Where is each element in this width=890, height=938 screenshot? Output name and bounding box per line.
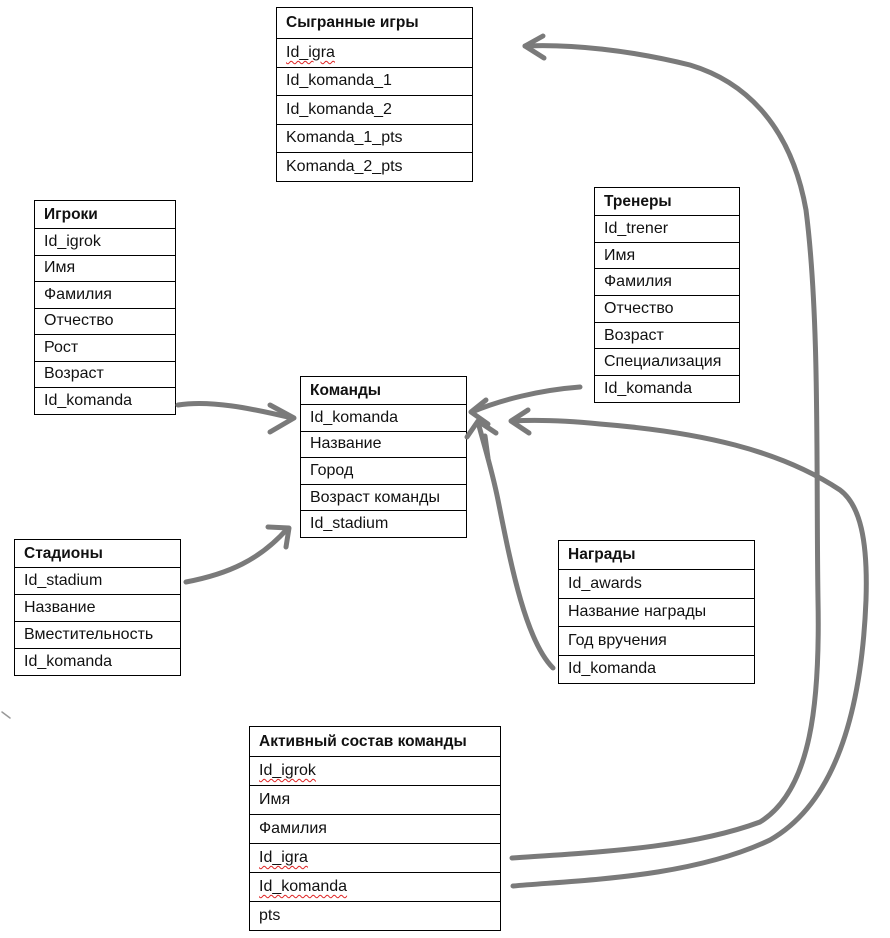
field-name: Имя (35, 254, 175, 282)
field-komanda-1-pts: Komanda_1_pts (277, 123, 472, 153)
arrow-awards-stub (482, 433, 491, 461)
field-surname: Фамилия (250, 814, 500, 843)
field-id-igra: Id_igra (277, 38, 472, 67)
field-surname: Фамилия (35, 281, 175, 308)
table-teams-title: Команды (310, 381, 382, 399)
table-roster: Активный состав команды Id_igrok Имя Фам… (249, 726, 501, 931)
arrowhead-roster-to-teams (508, 407, 532, 436)
table-coaches-title: Тренеры (604, 192, 672, 210)
table-stadiums: Стадионы Id_stadium Название Вместительн… (14, 539, 181, 676)
field-id-komanda: Id_komanda (35, 387, 175, 414)
field-height: Рост (35, 334, 175, 361)
table-stadiums-title: Стадионы (24, 544, 103, 562)
field-id-stadium: Id_stadium (301, 510, 466, 537)
table-teams: Команды Id_komanda Название Город Возрас… (300, 376, 467, 538)
field-id-stadium: Id_stadium (15, 567, 180, 594)
table-awards: Награды Id_awards Название награды Год в… (558, 540, 755, 684)
arrow-coaches-to-teams (469, 384, 583, 415)
field-city: Город (301, 457, 466, 484)
field-id-komanda: Id_komanda (250, 872, 500, 901)
field-id-komanda: Id_komanda (559, 654, 754, 684)
field-text: Id_komanda (259, 878, 348, 895)
stray-mark (1, 711, 11, 719)
field-team-age: Возраст команды (301, 483, 466, 511)
field-name: Имя (595, 241, 739, 269)
field-age: Возраст (595, 321, 739, 349)
field-title: Название (301, 430, 466, 458)
arrow-stadiums-to-teams (183, 525, 291, 585)
table-coaches: Тренеры Id_trener Имя Фамилия Отчество В… (594, 187, 740, 403)
arrowhead-roster-to-games (522, 33, 547, 61)
field-title: Название (15, 594, 180, 621)
arrow-roster-to-teams (509, 417, 869, 889)
table-players: Игроки Id_igrok Имя Фамилия Отчество Рос… (34, 200, 176, 415)
field-specialization: Специализация (595, 348, 739, 375)
table-games: Сыгранные игры Id_igra Id_komanda_1 Id_k… (276, 7, 473, 182)
arrowhead-stadiums-to-teams (265, 524, 292, 550)
arrow-players-to-teams (175, 400, 295, 421)
table-roster-title: Активный состав команды (259, 732, 467, 750)
field-patronymic: Отчество (595, 295, 739, 322)
field-text: Id_igrok (259, 762, 316, 779)
field-id-komanda-1: Id_komanda_1 (277, 66, 472, 96)
field-age: Возраст (35, 360, 175, 388)
field-award-title: Название награды (559, 597, 754, 627)
arrow-roster-to-games (509, 43, 821, 861)
field-id-awards: Id_awards (559, 569, 754, 598)
field-text: Id_igra (259, 849, 308, 866)
arrowhead-coaches-to-teams (468, 397, 491, 427)
field-id-komanda: Id_komanda (595, 375, 739, 402)
field-id-trener: Id_trener (595, 215, 739, 242)
field-capacity: Вместительность (15, 621, 180, 648)
field-patronymic: Отчество (35, 307, 175, 335)
field-id-igrok: Id_igrok (250, 756, 500, 785)
field-id-komanda-2: Id_komanda_2 (277, 95, 472, 124)
arrowhead-awards-to-teams (464, 418, 499, 440)
table-games-title: Сыгранные игры (286, 14, 419, 31)
field-award-year: Год вручения (559, 626, 754, 655)
field-surname: Фамилия (595, 268, 739, 295)
field-id-igra: Id_igra (250, 843, 500, 872)
field-id-igrok: Id_igrok (35, 228, 175, 255)
field-text: Id_igra (286, 43, 335, 61)
arrowhead-players-to-teams (267, 402, 297, 435)
field-id-komanda: Id_komanda (301, 404, 466, 431)
field-pts: pts (250, 901, 500, 930)
field-name: Имя (250, 785, 500, 814)
field-id-komanda: Id_komanda (15, 648, 180, 675)
table-awards-title: Награды (568, 546, 636, 563)
field-komanda-2-pts: Komanda_2_pts (277, 152, 472, 181)
table-players-title: Игроки (44, 205, 98, 223)
